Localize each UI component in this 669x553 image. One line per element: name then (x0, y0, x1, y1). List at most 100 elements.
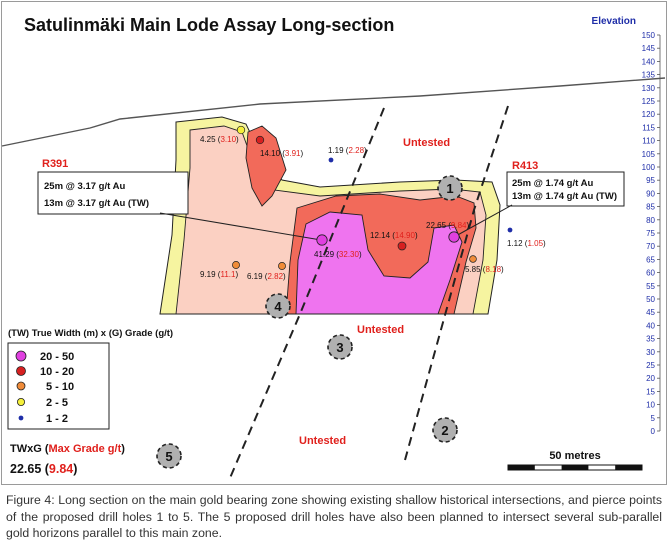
callout-r391-box (37, 171, 189, 215)
elevation-tick-label: 0 (651, 427, 656, 436)
label-key-example: 22.65 (9.84) (10, 462, 77, 476)
elevation-tick-label: 45 (646, 308, 655, 317)
callout-r413-hole: R413 (512, 160, 538, 172)
callout-r413-box (506, 171, 625, 207)
sample-marker (507, 227, 513, 233)
elevation-tick-label: 135 (642, 71, 656, 80)
callout-r391-line2: 13m @ 3.17 g/t Au (TW) (44, 198, 149, 209)
proposed-hole-2: 2 (432, 417, 458, 443)
legend-item-label: 5 - 10 (46, 381, 74, 393)
elevation-tick-label: 25 (646, 361, 655, 370)
legend-item-20-50: 20 - 50 (15, 350, 74, 363)
elevation-tick-label: 110 (642, 137, 655, 146)
sample-marker (278, 262, 286, 270)
proposed-hole-4-label: 4 (274, 299, 282, 314)
elevation-tick-label: 100 (642, 163, 656, 172)
sample-label: 9.19 (11.1) (200, 270, 238, 279)
elevation-tick-label: 105 (642, 150, 656, 159)
sample-marker (232, 261, 240, 269)
callout-r391: R391 25m @ 3.17 g/t Au 13m @ 3.17 g/t Au… (37, 158, 322, 241)
elevation-tick-label: 140 (642, 57, 656, 66)
elevation-tick-label: 10 (646, 401, 655, 410)
elevation-tick-label: 20 (646, 374, 655, 383)
legend-title: (TW) True Width (m) x (G) Grade (g/t) (8, 328, 173, 339)
label-key: TWxG (Max Grade g/t) (10, 443, 125, 455)
legend-item-10-20: 10 - 20 (16, 366, 74, 378)
sample-point: 22.65 (9.84) (426, 221, 470, 243)
legend-swatch (16, 366, 26, 376)
elevation-tick-label: 125 (642, 97, 656, 106)
untested-label-lower: Untested (299, 435, 346, 447)
figure-title: Satulinmäki Main Lode Assay Long-section (24, 15, 394, 35)
proposed-hole-1: 1 (437, 175, 463, 201)
legend-item-label: 10 - 20 (40, 366, 74, 378)
sample-label: 1.12 (1.05) (507, 239, 546, 248)
scale-bar: 50 metres (507, 450, 643, 471)
proposed-hole-5-label: 5 (165, 449, 172, 464)
untested-label-middle: Untested (357, 324, 404, 336)
sample-point: 5.85 (8.18) (465, 255, 504, 274)
sample-point: 6.19 (2.82) (247, 262, 286, 281)
callout-r413-leader (453, 204, 513, 238)
sample-point: 9.19 (11.1) (200, 261, 240, 279)
scale-bar-label: 50 metres (549, 450, 600, 462)
elevation-tick-label: 145 (642, 44, 656, 53)
legend-swatch (16, 397, 25, 406)
sample-marker (255, 135, 265, 145)
zone-20-50-fill (295, 211, 463, 315)
callout-r391-leader (159, 212, 322, 241)
proposed-hole-3: 3 (327, 334, 353, 360)
elevation-tick-label: 35 (646, 335, 655, 344)
sample-marker (328, 157, 334, 163)
proposed-hole-5: 5 (156, 443, 182, 469)
legend-item-label: 2 - 5 (46, 397, 68, 409)
sample-marker (316, 234, 328, 246)
fault-line-right (404, 105, 509, 461)
legend-item-label: 1 - 2 (46, 413, 68, 425)
sample-point: 41.29 (32.30) (314, 234, 362, 259)
elevation-tick-label: 70 (646, 242, 655, 251)
elevation-tick-label: 30 (646, 348, 655, 357)
sample-marker (448, 231, 460, 243)
elevation-axis-title: Elevation (592, 16, 636, 27)
ground-surface-line (1, 77, 666, 147)
callout-r391-line1: 25m @ 3.17 g/t Au (44, 181, 125, 192)
sample-point: 14.10 (3.91) (255, 135, 304, 158)
elevation-axis: 1501451401351301251201151101051009590858… (642, 31, 661, 436)
sample-point: 1.12 (1.05) (507, 227, 546, 248)
sample-label: 1.19 (2.28) (328, 146, 367, 155)
elevation-tick-label: 85 (646, 203, 655, 212)
sample-label: 6.19 (2.82) (247, 272, 286, 281)
sample-marker (236, 125, 246, 135)
sample-label: 41.29 (32.30) (314, 250, 362, 259)
sample-label: 5.85 (8.18) (465, 265, 504, 274)
elevation-tick-label: 80 (646, 216, 655, 225)
elevation-tick-label: 150 (642, 31, 656, 40)
callout-r413-line1: 25m @ 1.74 g/t Au (512, 178, 593, 189)
legend-item-label: 20 - 50 (40, 351, 74, 363)
proposed-hole-2-label: 2 (441, 423, 448, 438)
elevation-tick-label: 15 (646, 387, 655, 396)
sample-marker (397, 241, 407, 251)
elevation-tick-label: 115 (642, 123, 655, 132)
sample-label: 12.14 (14.90) (370, 231, 418, 240)
elevation-tick-label: 90 (646, 189, 655, 198)
legend-swatch (16, 381, 26, 391)
callout-r413-line2: 13m @ 1.74 g/t Au (TW) (512, 191, 617, 202)
legend-item-2-5: 2 - 5 (16, 397, 68, 409)
legend-item-5-10: 5 - 10 (16, 381, 74, 393)
callout-r391-hole: R391 (42, 158, 68, 170)
callout-r413: R413 25m @ 1.74 g/t Au 13m @ 1.74 g/t Au… (453, 160, 625, 238)
sample-label: 22.65 (9.84) (426, 221, 470, 230)
sample-point: 12.14 (14.90) (370, 231, 418, 251)
elevation-tick-label: 50 (646, 295, 655, 304)
elevation-tick-label: 95 (646, 176, 655, 185)
legend-swatch (18, 415, 24, 421)
elevation-tick-label: 120 (642, 110, 656, 119)
sample-point: 1.19 (2.28) (328, 146, 367, 163)
elevation-tick-label: 65 (646, 255, 655, 264)
proposed-hole-4: 4 (265, 293, 291, 319)
elevation-tick-label: 60 (646, 269, 655, 278)
elevation-tick-label: 5 (651, 414, 656, 423)
